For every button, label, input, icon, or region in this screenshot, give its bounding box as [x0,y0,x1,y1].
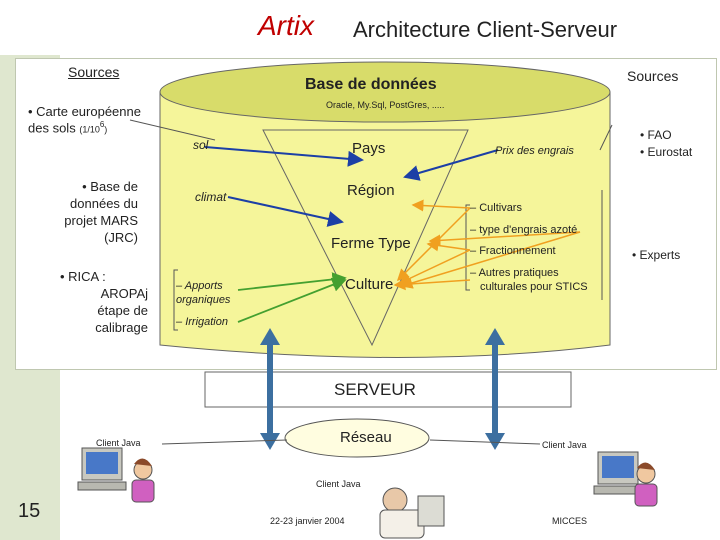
source-carte-line1: • Carte européenne [28,104,141,119]
bracket-right-list [465,204,470,291]
source-line-left [129,119,216,141]
level-ferme-type: Ferme Type [331,235,411,252]
source-rica: • RICA : AROPAj étape de calibrage [60,269,148,335]
input-sol: sol [193,138,209,152]
title-brand: Artix [258,10,314,41]
arrow-orange-5 [396,207,471,282]
database-cylinder [159,61,611,358]
source-eurostat: • Eurostat [640,145,693,159]
client-label-right: Client Java [542,440,587,450]
arrow-climat [227,196,344,227]
database-title: Base de données [305,76,437,93]
arrow-irrigation [237,277,347,323]
server-arrow-right [485,328,505,450]
page-title: Architecture Client-Serveur [353,17,618,42]
arrow-orange-1 [411,199,471,212]
arrow-engrais [403,149,499,181]
source-line-right [599,124,613,151]
server-box [204,371,572,408]
level-region: Région [347,182,395,199]
arrow-orange-7 [400,231,581,289]
source-fao: • FAO [640,128,672,142]
server-arrow-left [260,328,280,450]
level-pays: Pays [352,140,386,157]
bracket-left-inputs [173,269,178,331]
input-climat: climat [195,190,227,204]
level-culture: Culture [345,276,394,293]
arrow-orange-3 [426,239,471,252]
footer-org: MICCES [552,516,588,526]
source-carte-line2: des sols (1/106) [28,120,108,136]
source-experts: • Experts [632,248,681,262]
footer-date: 22-23 janvier 2004 [270,516,345,526]
list-autres-pratiques: – Autres pratiques culturales pour STICS [470,267,588,293]
database-engines: Oracle, My.Sql, PostGres, ..... [326,100,445,110]
server-label: SERVEUR [334,380,416,399]
sources-right-heading: Sources [627,68,679,84]
list-engrais-azote: – type d'engrais azoté [470,224,578,236]
network-label: Réseau [340,429,392,446]
label-prix-engrais: Prix des engrais [495,145,574,157]
sources-left-heading: Sources [68,64,120,80]
client-label-left: Client Java [96,438,141,448]
arrow-sol [204,146,364,167]
page-number: 15 [18,500,41,522]
source-mars: • Base de données du projet MARS (JRC) [64,179,138,245]
input-irrigation: – Irrigation [176,316,228,328]
network-ellipse [284,418,430,458]
client-label-center: Client Java [316,479,361,489]
arrow-apports [237,272,347,291]
list-fractionnement: – Fractionnement [470,245,556,257]
arrow-orange-2 [428,231,581,247]
client-computer-right-icon [593,451,658,507]
hierarchy-triangle [262,129,469,347]
input-apports: – Apports organiques [176,280,231,306]
list-cultivars: – Cultivars [470,202,522,214]
client-person-center-icon [379,487,445,539]
client-computer-left-icon [77,447,155,503]
